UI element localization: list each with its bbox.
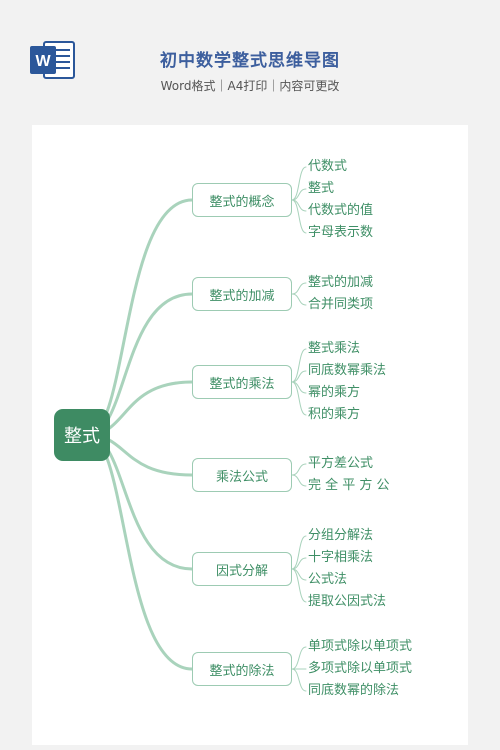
mindmap-leaf: 代数式 [308, 159, 348, 174]
leaf-connector [291, 370, 307, 383]
leaf-connector [291, 568, 307, 603]
leaf-connector [291, 535, 307, 570]
leaf-connector [291, 282, 307, 295]
mindmap-leaf: 代数式的值 [308, 203, 374, 218]
mindmap-branch: 整式的加减 [192, 277, 292, 311]
root-connector [86, 433, 194, 671]
leaf-connector [291, 381, 307, 416]
mindmap-leaf: 幂的乘方 [308, 385, 361, 400]
mindmap-leaf: 单项式除以单项式 [308, 639, 413, 654]
leaf-connector [291, 463, 307, 476]
mindmap-leaf: 字母表示数 [308, 225, 374, 240]
mindmap-leaf: 合并同类项 [308, 297, 374, 312]
leaf-connector [291, 199, 307, 234]
leaf-connector [291, 668, 307, 692]
mindmap-leaf: 整式 [308, 181, 335, 196]
leaf-connector [291, 381, 307, 394]
header: W 初中数学整式思维导图 Word格式｜A4打印｜内容可更改 [0, 0, 500, 110]
mindmap-branch: 整式的概念 [192, 183, 292, 217]
word-icon-letter: W [35, 53, 51, 70]
leaf-connector [291, 646, 307, 670]
page-subtitle: Word格式｜A4打印｜内容可更改 [160, 79, 340, 93]
mindmap-leaf: 整式乘法 [308, 341, 361, 356]
leaf-connector [291, 474, 307, 487]
mindmap-leaf: 十字相乘法 [308, 550, 374, 565]
mindmap-leaf: 多项式除以单项式 [308, 661, 413, 676]
mindmap-leaf: 分组分解法 [308, 528, 374, 543]
leaf-connector [291, 568, 307, 581]
mindmap-branch: 整式的除法 [192, 652, 292, 686]
mindmap-leaf: 同底数幂乘法 [308, 363, 387, 378]
mindmap-branch: 乘法公式 [192, 458, 292, 492]
leaf-connector [291, 188, 307, 201]
mindmap-leaf: 完 全 平 方 公 [308, 478, 390, 493]
mindmap-leaf: 积的乘方 [308, 407, 361, 422]
leaf-connector [291, 293, 307, 306]
mindmap-leaf: 平方差公式 [308, 456, 374, 471]
mindmap-leaf: 整式的加减 [308, 275, 374, 290]
mindmap-leaf: 公式法 [308, 572, 348, 587]
mindmap-card: 整式 整式的概念代数式整式代数式的值字母表示数整式的加减整式的加减合并同类项整式… [32, 125, 468, 745]
leaf-connector [291, 199, 307, 212]
mindmap-leaf: 同底数幂的除法 [308, 683, 400, 698]
leaf-connector [291, 348, 307, 383]
mindmap-leaf: 提取公因式法 [308, 594, 387, 609]
leaf-connector [291, 557, 307, 570]
leaf-connector [291, 166, 307, 201]
mindmap-branch: 因式分解 [192, 552, 292, 586]
mindmap-branch: 整式的乘法 [192, 365, 292, 399]
mindmap-root: 整式 [54, 409, 110, 461]
page-title: 初中数学整式思维导图 [160, 51, 340, 71]
word-icon: W [30, 41, 75, 79]
